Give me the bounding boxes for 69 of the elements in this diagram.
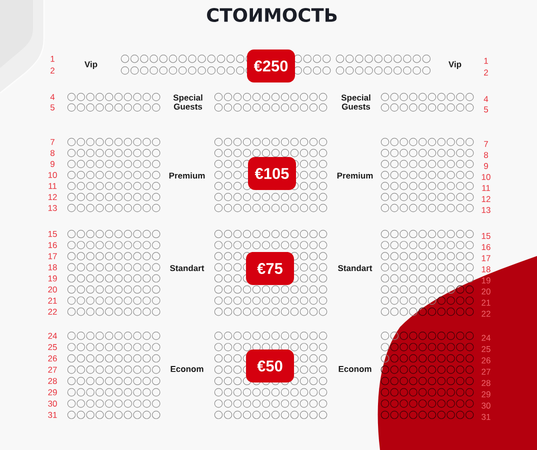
row-number: 22	[48, 308, 57, 315]
row-number: 17	[482, 255, 490, 262]
row-number: 26	[48, 355, 57, 362]
price-badge: €105	[248, 157, 296, 190]
row-number: 26	[482, 357, 490, 364]
section-name: Special Guests	[341, 94, 370, 110]
section-name: Standart	[338, 264, 372, 272]
row-number: 15	[48, 231, 57, 237]
row-number: 12	[48, 194, 57, 200]
row-number: 21	[48, 298, 57, 304]
row-number: 5	[50, 104, 55, 110]
section-name: Special Guests	[173, 94, 202, 110]
row-number: 9	[50, 161, 54, 167]
row-number: 8	[50, 150, 54, 156]
section-name: Vip	[84, 61, 98, 69]
row-number: 5	[484, 106, 488, 112]
row-number: 15	[482, 233, 490, 239]
row-number: 29	[48, 389, 57, 396]
row-number: 31	[482, 414, 490, 420]
row-number: 28	[48, 378, 57, 384]
row-number: 30	[48, 400, 57, 407]
row-number: 13	[482, 207, 490, 213]
row-number: 19	[482, 277, 490, 284]
row-number: 11	[48, 183, 56, 189]
row-number: 20	[482, 288, 490, 294]
row-number: 2	[484, 70, 488, 76]
row-number: 30	[482, 402, 490, 409]
row-number: 18	[48, 264, 57, 270]
row-number: 25	[48, 344, 57, 350]
section-name: Premium	[337, 172, 373, 179]
title: СТОИМОСТЬ	[207, 8, 337, 22]
row-number: 16	[48, 242, 57, 248]
row-number: 12	[482, 196, 490, 202]
price-badge: €50	[246, 350, 294, 382]
row-number: 4	[50, 94, 55, 100]
row-number: 18	[482, 266, 490, 272]
row-number: 24	[482, 334, 490, 341]
row-number: 10	[482, 174, 490, 180]
row-number: 4	[484, 96, 488, 102]
row-number: 27	[48, 366, 57, 373]
row-number: 11	[482, 185, 490, 191]
row-number: 29	[482, 391, 490, 398]
section-name: Standart	[170, 264, 204, 272]
row-number: 1	[50, 56, 54, 62]
section-name: Premium	[169, 172, 205, 179]
section-name: Econom	[338, 366, 372, 372]
price-badge: €75	[246, 252, 294, 285]
row-number: 20	[48, 286, 57, 292]
row-number: 28	[482, 380, 490, 386]
row-number: 10	[48, 172, 57, 178]
row-number: 22	[482, 310, 490, 317]
row-number: 19	[48, 275, 57, 282]
price-badge: €250	[247, 50, 295, 82]
row-number: 7	[50, 139, 54, 145]
row-number: 31	[48, 412, 57, 418]
row-number: 8	[484, 152, 488, 158]
section-name: Vip	[448, 61, 462, 69]
row-number: 13	[48, 205, 57, 211]
row-number: 24	[48, 332, 57, 339]
row-number: 16	[482, 244, 490, 250]
row-number: 27	[482, 368, 490, 375]
row-number: 9	[484, 163, 488, 169]
row-number: 17	[48, 253, 57, 260]
row-number: 21	[482, 300, 490, 306]
row-number: 25	[482, 346, 490, 352]
section-name: Econom	[170, 366, 204, 372]
row-number: 7	[484, 141, 488, 147]
row-number: 1	[484, 58, 488, 64]
row-number: 2	[50, 68, 54, 74]
